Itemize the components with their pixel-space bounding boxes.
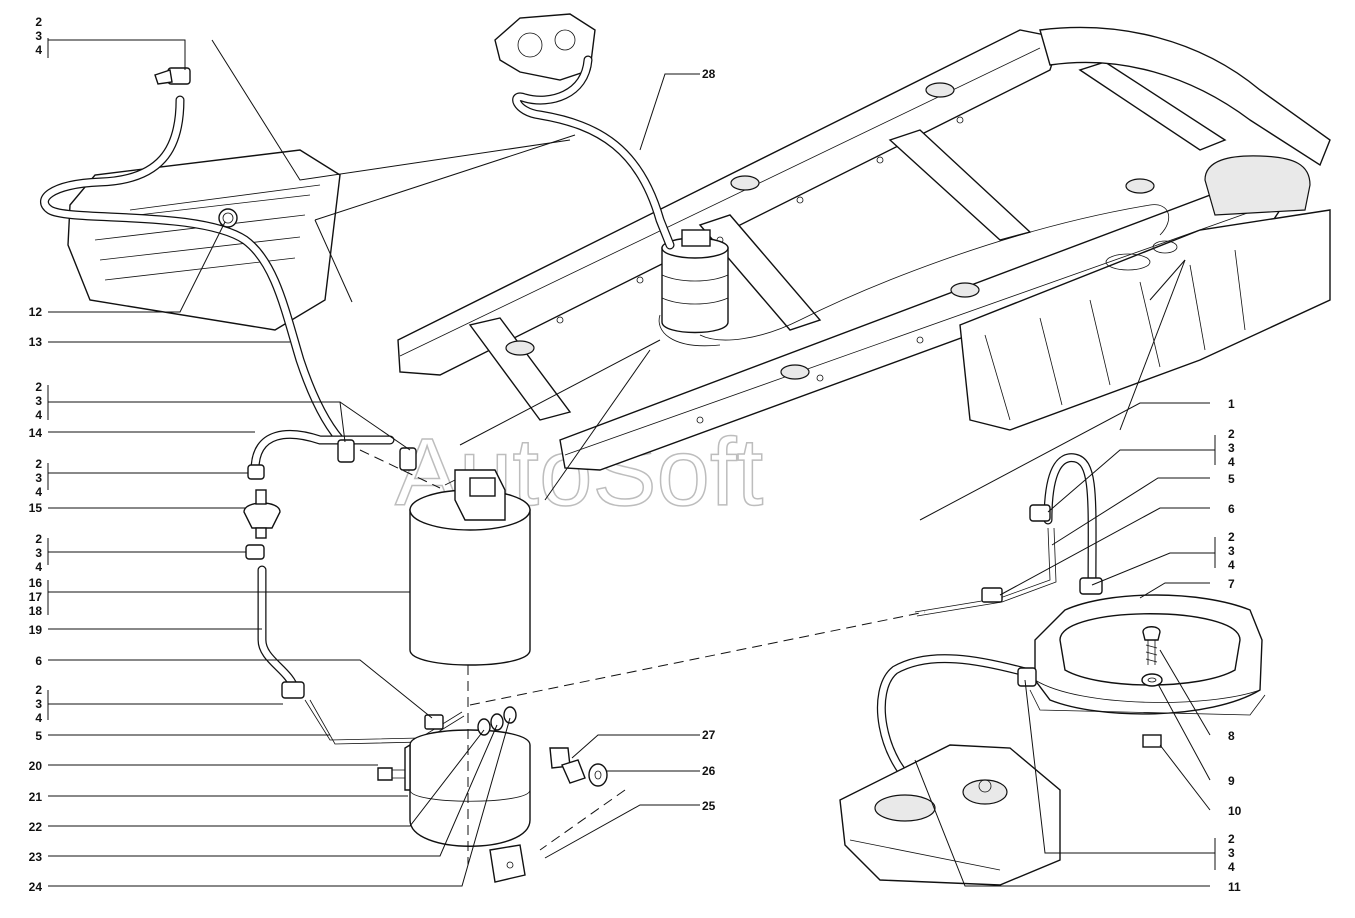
callout-l-14-line-0: 14 [29,426,43,440]
callout-r-11-line-0: 11 [1228,880,1241,894]
callout-r-234-c-line-0: 2 [1228,832,1235,846]
leader-lines-right [914,259,1216,887]
callout-l-23-line-0: 23 [29,850,43,864]
callout-l-15-line-0: 15 [29,501,43,515]
callout-l-24-line-0: 24 [29,880,43,894]
callout-l-234-a-line-2: 4 [35,43,42,57]
callout-r-10-line-0: 10 [1228,804,1242,818]
callout-c-28-line-0: 28 [702,67,716,81]
callout-r-1-line-0: 1 [1228,397,1235,411]
callout-r-8-line-0: 8 [1228,729,1235,743]
callout-l-22-line-0: 22 [29,820,43,834]
callout-labels: 2341213234142341523416171819623452021222… [29,15,1242,894]
callout-l-234-d-line-1: 3 [35,546,42,560]
callout-l-12-line-0: 12 [29,305,43,319]
callout-l-234-e-line-2: 4 [35,711,42,725]
callout-l-234-c-line-1: 3 [35,471,42,485]
callout-r-234-b-line-0: 2 [1228,530,1235,544]
callout-l-234-b-line-1: 3 [35,394,42,408]
callout-r-7-line-0: 7 [1228,577,1235,591]
callout-l-21-line-0: 21 [29,790,43,804]
fuel-tank [959,155,1331,431]
callout-l-234-e-line-0: 2 [35,683,42,697]
callout-l-5-line-0: 5 [35,729,42,743]
callout-l-6-line-0: 6 [35,654,42,668]
tank-cover [1029,594,1266,716]
callout-r-234-a-line-2: 4 [1228,455,1235,469]
callout-l-234-d-line-0: 2 [35,532,42,546]
callout-r-234-a-line-1: 3 [1228,441,1235,455]
canister-installed [661,229,729,334]
callout-r-234-b-line-1: 3 [1228,544,1235,558]
callout-c-26-line-0: 26 [702,764,716,778]
callout-l-234-b-line-2: 4 [35,408,42,422]
canister-exploded [409,469,531,666]
callout-r-234-a-line-0: 2 [1228,427,1235,441]
tank-section [839,744,1061,886]
callout-r-6-line-0: 6 [1228,502,1235,516]
callout-l-161718-line-0: 16 [29,576,43,590]
callout-c-25-line-0: 25 [702,799,716,813]
callout-l-234-a-line-0: 2 [35,15,42,29]
callout-l-234-b-line-0: 2 [35,380,42,394]
callout-r-234-c-line-1: 3 [1228,846,1235,860]
callout-r-234-c-line-2: 4 [1228,860,1235,874]
callout-l-234-c-line-0: 2 [35,457,42,471]
callout-r-234-b-line-2: 4 [1228,558,1235,572]
callout-l-234-a-line-1: 3 [35,29,42,43]
callout-r-5-line-0: 5 [1228,472,1235,486]
callout-l-19-line-0: 19 [29,623,43,637]
callout-l-161718-line-2: 18 [29,604,43,618]
callout-c-27-line-0: 27 [702,728,716,742]
vehicle-frame [397,13,1331,471]
callout-l-234-d-line-2: 4 [35,560,42,574]
callout-l-234-e-line-1: 3 [35,697,42,711]
callout-l-13-line-0: 13 [29,335,43,349]
callout-r-9-line-0: 9 [1228,774,1235,788]
callout-l-20-line-0: 20 [29,759,43,773]
callout-l-161718-line-1: 17 [29,590,43,604]
leader-lines [47,38,700,887]
callout-l-234-c-line-2: 4 [35,485,42,499]
